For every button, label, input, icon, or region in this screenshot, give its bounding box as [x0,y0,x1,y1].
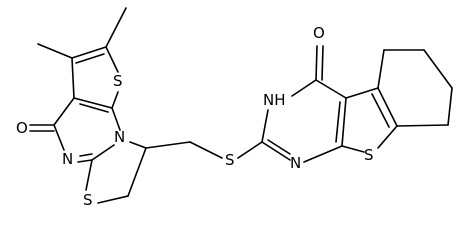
methyl-bond-left [37,43,73,59]
bond-rpyr-c4a-c8a [341,97,347,147]
bond-hex-1 [377,49,385,89]
bond-s-c2 [237,141,263,159]
atom-label-nh-right: NH [263,91,286,109]
bond-pyr-nfused-c3 [111,107,121,131]
bond-ch-ch2 [145,141,191,149]
bond-thio-c1-c4 [71,57,75,99]
bond-rthio-c-s [377,125,398,149]
bond-hex-5 [396,124,449,127]
bond-rthio-c-c [377,87,398,127]
bond-pyr-n-c6 [77,159,93,163]
atom-label-o-left: O [16,119,28,137]
atom-label-s-left-thiophene: S [113,72,123,90]
bond-thiaz-s-ch2 [97,195,129,204]
bond-thio-c1-c2-double [75,53,105,64]
bond-thio-c4-c3-double [79,103,109,113]
bond-pyr-c4-c5 [53,97,75,126]
bond-pyr-n-c6-double [79,153,93,157]
bond-pyr-c6-nfused [91,144,115,161]
bond-rpyr-n-c2-double [267,139,291,155]
bond-rthio-c4a-c [345,87,379,99]
bond-rpyr-c4a-c8a-double [335,101,341,143]
chemical-structure: O N N S S S NH O N S [16,7,453,209]
bond-rpyr-nh-c4 [291,79,317,97]
atom-label-n-left-ring: N [62,150,73,168]
atom-label-n-right: N [290,154,301,172]
bond-rpyr-c4-c4a [315,79,347,99]
atom-label-o-right: O [313,24,325,42]
bond-rpyr-c4-o [315,45,318,81]
bond-rpyr-c8a-n [303,145,343,163]
bond-rpyr-c4-o-double [321,45,324,81]
bond-thiaz-c6-s [85,159,93,191]
bond-hex-3 [423,49,453,89]
bond-ch2-s [189,141,223,159]
bond-hex-4 [447,87,453,126]
bond-thio-s-c3 [111,91,119,109]
atom-label-s-thiazole: S [83,191,93,209]
methyl-bond-right [105,7,127,48]
bond-rpyr-c2-nh [261,109,269,143]
bond-thio-c4-c3 [73,97,113,109]
atom-label-n-left-fused: N [114,128,125,146]
atom-label-s-right: S [364,146,374,164]
bond-thiaz-ch-n [129,141,147,149]
bond-rthio-s-c8a [341,145,365,153]
bond-thio-c2-s [105,46,119,73]
atom-label-s-linker: S [225,151,235,169]
bond-thio-c1-c2 [71,46,107,59]
bond-thiaz-ch2-ch [127,147,147,197]
bond-rthio-c-c-double [371,93,390,128]
bond-rpyr-n-c2 [261,141,291,161]
molecule-canvas: O N N S S S NH O N S [16,7,453,209]
bond-pyr-c5-n [53,124,65,151]
